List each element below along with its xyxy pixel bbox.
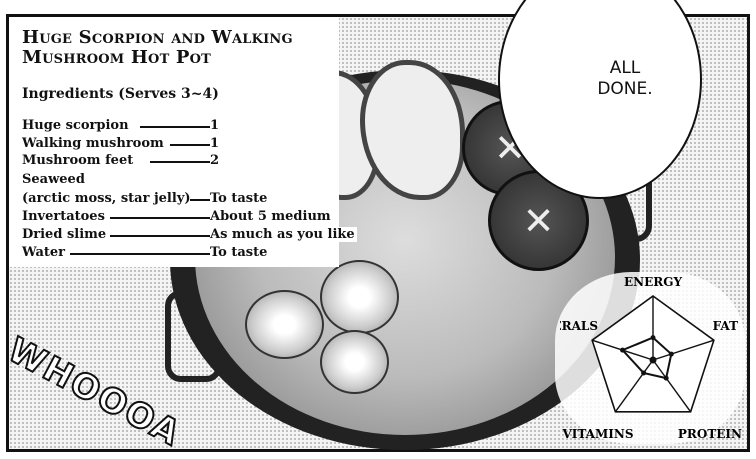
ingredient-name: Water (22, 245, 66, 260)
recipe-title: Huge Scorpion and Walking Mushroom Hot P… (22, 28, 293, 68)
speech-text: ALL DONE. (580, 58, 670, 100)
speech-line: DONE. (597, 79, 653, 99)
title-line: Huge Scorpion and Walking (22, 27, 293, 48)
ingredient-amount: As much as you like (210, 227, 357, 242)
ingredient-amount: 1 (210, 118, 222, 133)
ingredient-amount: 1 (210, 136, 222, 151)
radar-data-point (620, 347, 626, 353)
ingredient-name: Dried slime (22, 227, 107, 242)
ingredient-name: Invertatoes (22, 209, 105, 224)
radar-axis-label: VITAMINS (561, 427, 633, 441)
ingredient-amount: About 5 medium (210, 209, 333, 224)
ingredients-heading: Ingredients (Serves 3~4) (22, 86, 219, 102)
ingredient-name: Huge scorpion (22, 118, 129, 133)
radar-axis (614, 359, 654, 413)
radar-axis-label: ENERGY (624, 275, 682, 289)
ingredient-amount: 2 (210, 153, 222, 168)
ingredient-name: Walking mushroom (22, 136, 164, 151)
title-line: Mushroom Hot Pot (22, 47, 212, 68)
recipe-card (9, 17, 339, 267)
radar-axis (652, 359, 692, 413)
cabbage (320, 260, 399, 334)
speech-bubble (498, 0, 702, 199)
scorpion-claw (360, 60, 465, 200)
radar-axis (652, 339, 715, 361)
nutrition-radar-chart: ENERGY FAT PROTEIN VITAMINS MINERALS (560, 275, 742, 441)
cabbage (320, 330, 389, 394)
speech-line: ALL (609, 58, 641, 78)
ingredient-name: Mushroom feet (22, 153, 134, 168)
radar-center (649, 356, 657, 364)
cabbage (245, 290, 324, 359)
ingredient-amount: To taste (210, 191, 270, 206)
ingredient-name: (arctic moss, star jelly) (22, 191, 191, 206)
radar-axis-label: PROTEIN (678, 427, 742, 441)
radar-data-polygon (620, 336, 673, 380)
ingredient-amount: To taste (210, 245, 270, 260)
radar-data-point (663, 375, 669, 381)
radar-axis-label: MINERALS (560, 319, 598, 333)
radar-data-point (641, 370, 647, 376)
ingredient-name: Seaweed (22, 172, 85, 187)
radar-data-point (650, 335, 656, 341)
radar-data-point (668, 351, 674, 357)
radar-axis-label: FAT (713, 319, 738, 333)
